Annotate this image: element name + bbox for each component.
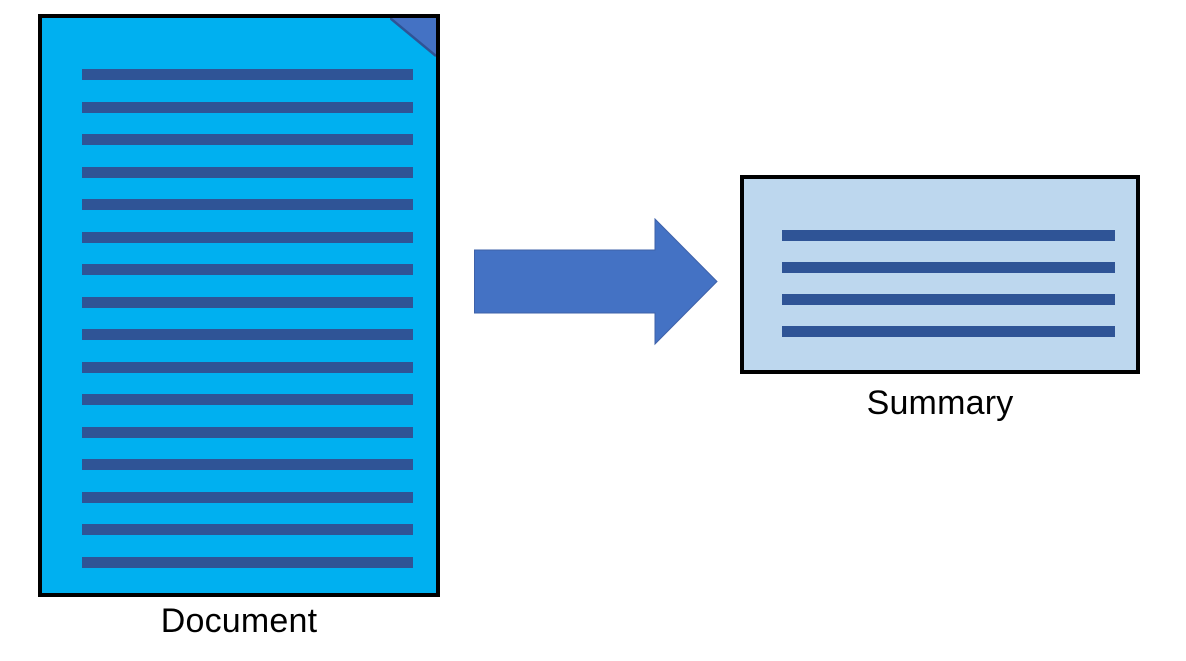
summary-label: Summary [866,384,1014,422]
text-line [82,556,413,568]
text-line [82,296,413,308]
text-line [82,394,413,405]
text-line [82,361,413,373]
document-shape [38,14,440,597]
text-line [782,262,1115,273]
text-line [82,166,413,178]
document-label: Document [160,602,318,640]
text-line [82,329,413,340]
text-line [82,69,413,80]
summary-shape [740,175,1140,374]
text-line [82,264,413,275]
text-line [782,294,1115,305]
text-line [82,491,413,503]
text-line [82,459,413,470]
text-line [82,199,413,210]
text-line [82,524,413,535]
text-line [82,231,413,243]
text-line [82,426,413,438]
summary-text-lines [782,230,1115,337]
text-line [82,134,413,145]
folded-corner-icon [390,18,436,57]
text-line [82,101,413,113]
document-text-lines [82,69,413,568]
text-line [782,230,1115,241]
arrow-right-icon [474,218,718,346]
text-line [782,326,1115,337]
